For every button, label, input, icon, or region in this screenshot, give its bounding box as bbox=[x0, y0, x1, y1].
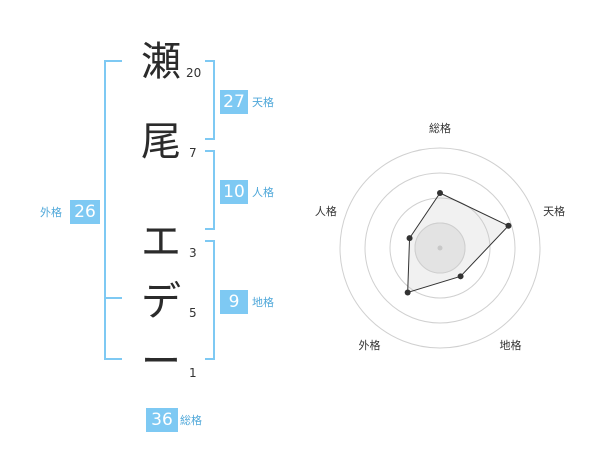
gaikaku-value: 26 bbox=[70, 200, 100, 224]
jinkaku-bracket-bottom bbox=[205, 228, 215, 230]
gaikaku-label: 外格 bbox=[40, 206, 62, 219]
name-char-3: エ bbox=[141, 219, 181, 265]
radar-ring-2 bbox=[389, 197, 491, 299]
stroke-count-3: 3 bbox=[189, 246, 197, 260]
name-char-2: 尾 bbox=[141, 119, 181, 165]
name-char-4: デ bbox=[141, 279, 181, 325]
soukaku-label: 総格 bbox=[180, 414, 202, 427]
tenkaku-bracket-top bbox=[205, 60, 215, 62]
tenkaku-value: 27 bbox=[220, 90, 248, 114]
tenkaku-bracket-vertical bbox=[213, 60, 215, 140]
chikaku-bracket-vertical bbox=[213, 240, 215, 360]
radar-ring-3 bbox=[364, 172, 516, 324]
radar-axis-label-4: 外格 bbox=[358, 338, 380, 352]
jinkaku-label: 人格 bbox=[252, 186, 274, 199]
radar-ring-4 bbox=[339, 147, 541, 349]
radar-axis-label-3: 地格 bbox=[500, 338, 522, 352]
stroke-count-4: 5 bbox=[189, 306, 197, 320]
gaikaku-bracket-vertical bbox=[104, 60, 106, 360]
chikaku-bracket-top bbox=[205, 240, 215, 242]
chikaku-bracket-bottom bbox=[205, 358, 215, 360]
stroke-count-1: 20 bbox=[186, 66, 202, 80]
radar-polygon bbox=[407, 192, 510, 294]
radar-point-3 bbox=[457, 273, 464, 280]
radar-point-4 bbox=[404, 289, 411, 296]
radar-axis-label-2: 天格 bbox=[543, 204, 565, 218]
gaikaku-bracket-top bbox=[104, 60, 122, 62]
jinkaku-bracket-vertical bbox=[213, 150, 215, 230]
radar-point-1 bbox=[437, 190, 443, 196]
gaikaku-bracket-bottom bbox=[104, 358, 122, 360]
stroke-count-5: 1 bbox=[189, 366, 197, 380]
name-char-1: 瀬 bbox=[141, 39, 181, 85]
jinkaku-bracket-top bbox=[205, 150, 215, 152]
name-char-5: ー bbox=[141, 339, 181, 385]
radar-point-2 bbox=[505, 222, 512, 229]
tenkaku-bracket-bottom bbox=[205, 138, 215, 140]
radar-point-5 bbox=[406, 235, 413, 242]
stroke-count-2: 7 bbox=[189, 146, 197, 160]
soukaku-value: 36 bbox=[146, 408, 178, 432]
chikaku-value: 9 bbox=[220, 290, 248, 314]
radar-axis-label-1: 総格 bbox=[429, 121, 451, 135]
jinkaku-value: 10 bbox=[220, 180, 248, 204]
radar-axis-label-5: 人格 bbox=[315, 204, 337, 218]
radar-center bbox=[437, 245, 443, 251]
tenkaku-label: 天格 bbox=[252, 96, 274, 109]
chikaku-label: 地格 bbox=[252, 296, 274, 309]
gaikaku-bracket-mid bbox=[104, 297, 122, 299]
